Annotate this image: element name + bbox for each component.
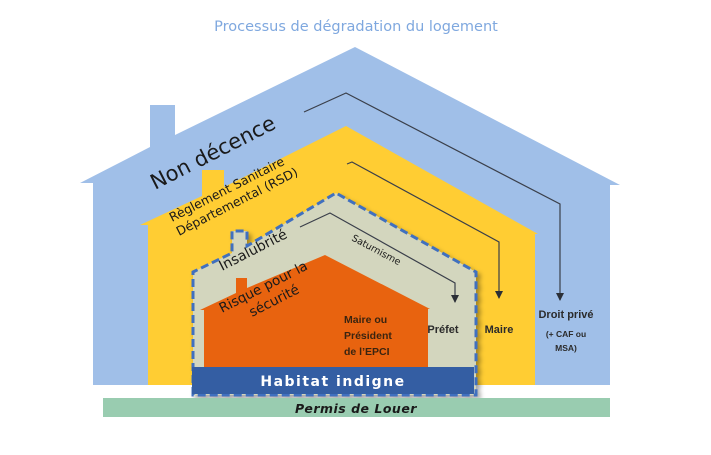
authority-droit-prive-note-line1: (+ CAF ou	[546, 329, 586, 339]
habitat-indigne-label: Habitat indigne	[260, 374, 405, 390]
permis-de-louer-banner	[103, 398, 610, 417]
authority-prefet: Préfet	[427, 324, 459, 336]
habitat-indigne-banner	[192, 367, 474, 394]
arrow-insalubrite-to-prefet	[299, 212, 459, 303]
authority-maire: Maire	[485, 324, 514, 336]
arrow-non-decence-to-droit-prive	[303, 92, 564, 301]
authority-droit-prive-note-line2: MSA)	[555, 343, 577, 353]
permis-de-louer-label: Permis de Louer	[295, 401, 417, 416]
authority-droit-prive: Droit privé	[538, 309, 593, 321]
house-securite	[200, 255, 430, 372]
authority-maire-ou-line2: Président	[344, 330, 392, 342]
authority-maire-ou-line1: Maire ou	[344, 314, 387, 326]
authority-maire-ou-line3: de l’EPCI	[344, 346, 390, 358]
arrow-rsd-to-maire	[346, 161, 503, 299]
diagram-title: Processus de dégradation du logement	[214, 19, 498, 35]
